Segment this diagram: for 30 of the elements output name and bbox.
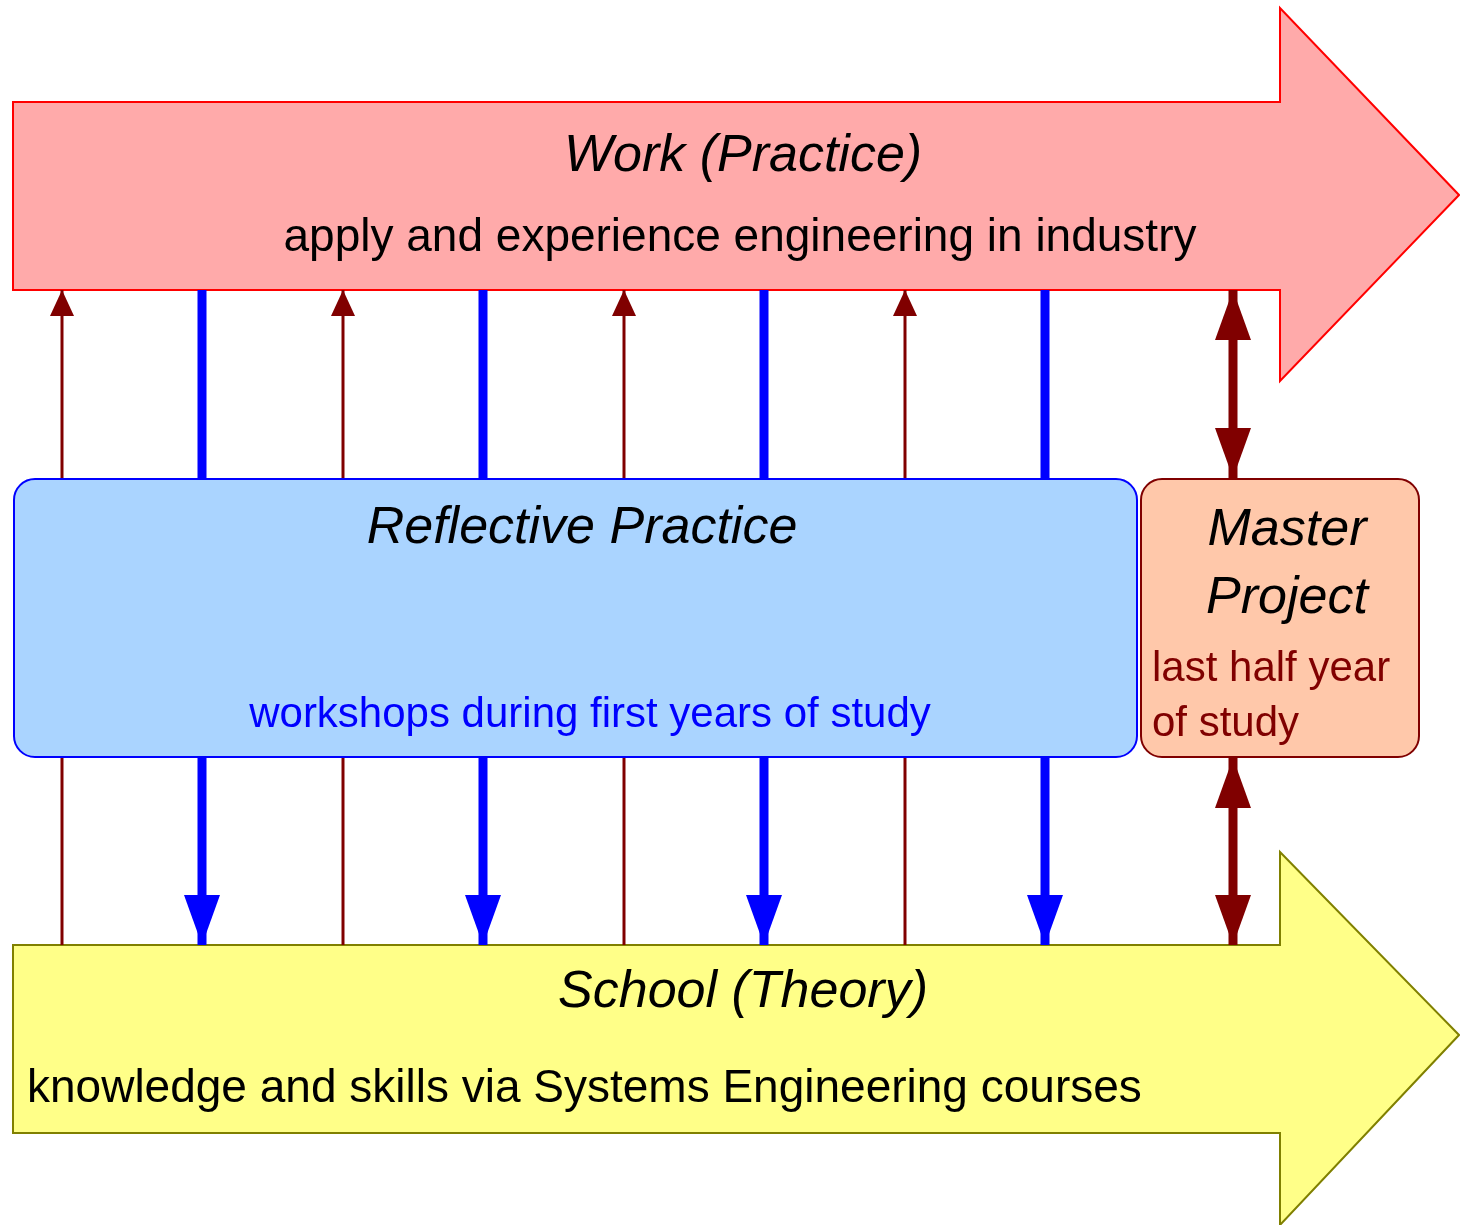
connector-line: [478, 290, 488, 478]
connector-line: [903, 758, 907, 945]
arrow: [50, 290, 74, 478]
arrow: [1215, 290, 1251, 478]
connector-line: [759, 290, 769, 478]
node-title: Reflective Practice: [366, 495, 798, 556]
node-text: apply and experience engineering in industry: [283, 208, 1197, 263]
connector-line: [197, 290, 207, 478]
arrow: [331, 290, 355, 478]
connector-line: [341, 758, 345, 945]
connector-line: [60, 758, 64, 945]
connector-line: [1040, 290, 1050, 478]
arrow: [893, 290, 917, 478]
connector-line: [622, 758, 626, 945]
block-arrow: [13, 8, 1460, 382]
arrow: [465, 758, 501, 945]
arrow: [1215, 758, 1251, 945]
arrow: [184, 758, 220, 945]
rounded-box: [1140, 478, 1420, 758]
node-title: Master Project: [1205, 497, 1371, 626]
node-title: Work (Practice): [563, 123, 923, 184]
arrow: [612, 290, 636, 478]
node-text: knowledge and skills via Systems Engineering courses: [27, 1059, 1142, 1114]
arrow: [1027, 758, 1063, 945]
arrow: [746, 758, 782, 945]
node-text: last half year of study: [1152, 642, 1392, 747]
node-title: School (Theory): [558, 959, 928, 1020]
node-text: workshops during first years of study: [249, 688, 931, 738]
rounded-box: [13, 478, 1138, 758]
block-arrow: [13, 852, 1460, 1225]
